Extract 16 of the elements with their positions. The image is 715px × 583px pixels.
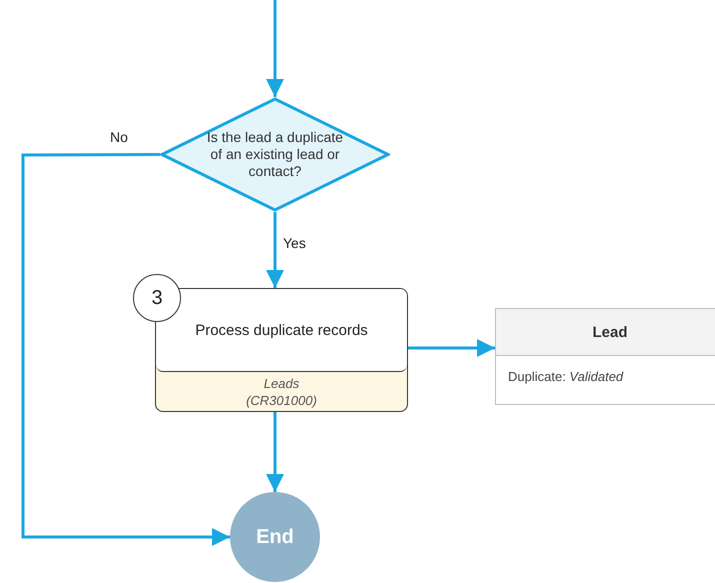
arrow: [22, 153, 230, 546]
screen-name: Leads (CR301000): [245, 374, 318, 408]
entity-card: [495, 308, 715, 405]
card-title: Lead: [592, 324, 628, 340]
arrow: [266, 0, 284, 97]
edge-label: No: [108, 129, 130, 145]
decision-text: Is the lead a duplicate of an existing lead or contact?: [206, 129, 344, 180]
end-text: End: [256, 526, 294, 548]
process-title: Process duplicate records: [195, 322, 368, 338]
step-number: 3: [133, 274, 181, 322]
edge-label: Yes: [281, 235, 308, 251]
arrow: [408, 339, 495, 357]
arrow: [266, 212, 284, 288]
decision-diamond: [160, 97, 390, 212]
field-value: Duplicate: Validated: [508, 369, 624, 384]
arrow: [266, 412, 284, 492]
